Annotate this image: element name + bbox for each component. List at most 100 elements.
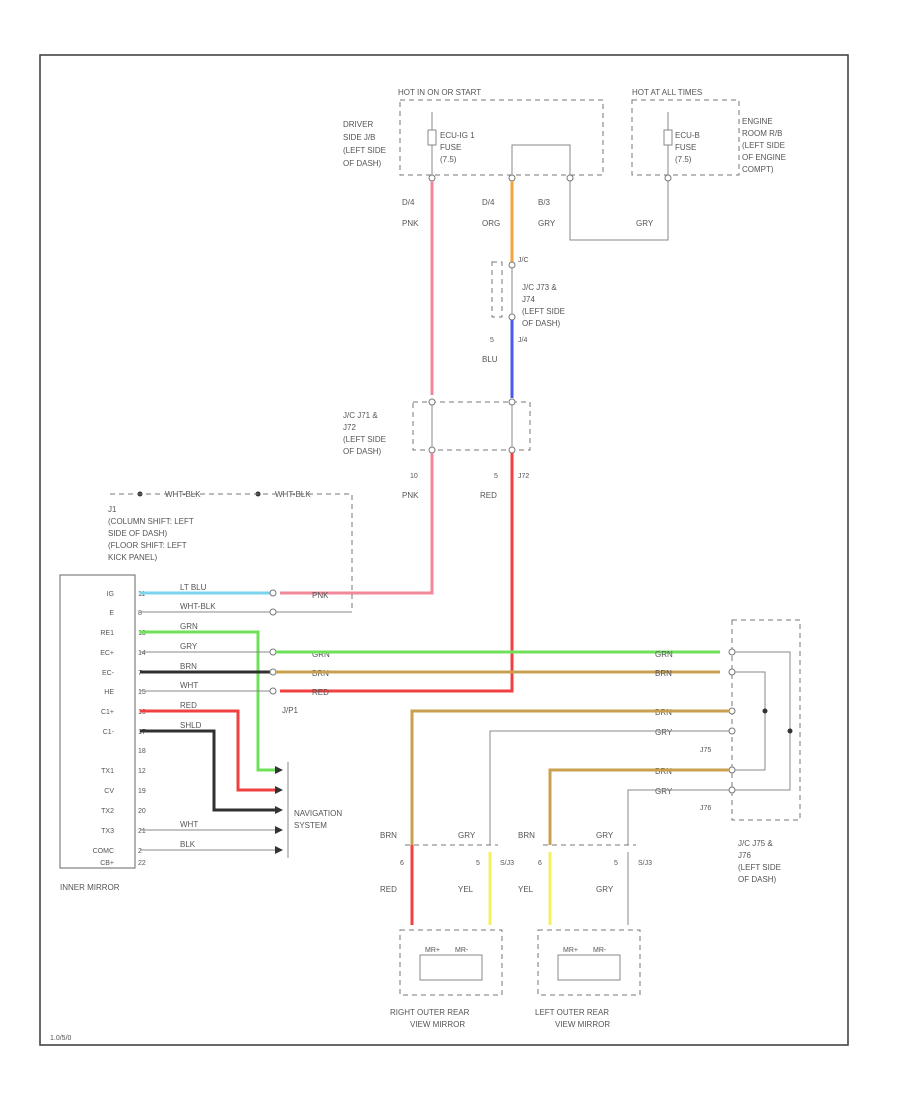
- driver-jb-line2: SIDE J/B: [343, 133, 375, 142]
- inner-mirror-pin-number: 12: [138, 768, 146, 775]
- pin-terminal: [508, 174, 516, 182]
- note-line1: J1: [108, 505, 117, 514]
- navigation-label1: NAVIGATION: [294, 809, 342, 818]
- wire-pnk-lower: [280, 453, 434, 595]
- fuse-right-word: FUSE: [675, 143, 696, 152]
- pin-terminal: [508, 313, 516, 321]
- inner-mirror-pin-name: TX2: [101, 808, 114, 815]
- wire-red-lower: [280, 453, 514, 693]
- inner-mirror-pin-number: 21: [138, 828, 146, 835]
- inner-mirror-pin-number: 20: [138, 808, 146, 815]
- lmirror-label2: VIEW MIRROR: [555, 1020, 610, 1029]
- lmirror-m1: MR+: [563, 947, 578, 954]
- wire-wht-label: WHT: [180, 681, 198, 690]
- wire-pnk-top: PNK: [402, 219, 419, 228]
- rmirror-slot: S/J3: [500, 860, 514, 867]
- wire-blu-label: BLU: [482, 355, 498, 364]
- inner-mirror-pin-number: 15: [138, 689, 146, 696]
- lmirror-pin2: 5: [614, 860, 618, 867]
- inner-mirror-pin-name: RE1: [100, 630, 114, 637]
- wire-blk-label: BLK: [180, 840, 196, 849]
- pin-terminal: [508, 446, 516, 454]
- fuse-left-name: ECU-IG 1: [440, 131, 475, 140]
- wire-blk-c1: [140, 729, 280, 812]
- jc-upper-desc1: J/C J73 &: [522, 283, 557, 292]
- wire-whtblk-label: WHT-BLK: [180, 602, 216, 611]
- wire-red-label: RED: [180, 701, 197, 710]
- inner-mirror-pin-name: CV: [104, 788, 114, 795]
- right-wire-grn: GRN: [655, 650, 673, 659]
- jc-right-desc3: (LEFT SIDE: [738, 863, 781, 872]
- inner-mirror-pin-name: COMC: [93, 848, 114, 855]
- engine-rb-line1: ENGINE: [742, 117, 773, 126]
- fuse-right-rating: (7.5): [675, 155, 692, 164]
- pin-terminal: [664, 174, 672, 182]
- jc-middle-desc4: OF DASH): [343, 447, 382, 456]
- fuse-left-symbol: [427, 112, 437, 175]
- jc-middle-box: [412, 401, 531, 451]
- inner-mirror-pin-name: EC+: [100, 650, 114, 657]
- lmirror-label1: LEFT OUTER REAR: [535, 1008, 609, 1017]
- inner-mirror-pin-name: IG: [107, 591, 114, 598]
- rmirror-motor: [419, 954, 483, 981]
- lmirror-slot: S/J3: [638, 860, 652, 867]
- inner-mirror-label: INNER MIRROR: [60, 883, 120, 892]
- note-line5: KICK PANEL): [108, 553, 158, 562]
- wire-grn-jp-label: GRN: [312, 650, 330, 659]
- lmirror-yel: YEL: [518, 885, 534, 894]
- right-wire-gry2: GRY: [655, 787, 673, 796]
- lmirror-gry2: GRY: [596, 885, 614, 894]
- rmirror-red: RED: [380, 885, 397, 894]
- wire-gry-rmirror: [489, 730, 729, 845]
- wire-pnk-mid-label: PNK: [402, 491, 419, 500]
- fuse-left-word: FUSE: [440, 143, 461, 152]
- note-line4: (FLOOR SHIFT: LEFT: [108, 541, 187, 550]
- navigation-label2: SYSTEM: [294, 821, 327, 830]
- lmirror-brn: BRN: [518, 831, 535, 840]
- jc-upper-pin-bottom: J/4: [518, 337, 527, 344]
- wire-red-mid-label: RED: [480, 491, 497, 500]
- jc-right-desc1: J/C J75 &: [738, 839, 773, 848]
- wire-gry-link: [569, 181, 669, 241]
- rmirror-gry: GRY: [458, 831, 476, 840]
- navigation-connector: [275, 762, 289, 858]
- fuse-group-title-right: HOT AT ALL TIMES: [632, 88, 702, 97]
- rmirror-yel: YEL: [458, 885, 474, 894]
- driver-jb-box: [399, 99, 604, 176]
- lmirror-pin: 6: [538, 860, 542, 867]
- pin-terminal: [428, 446, 436, 454]
- wire-brn-label: BRN: [180, 662, 197, 671]
- inner-mirror-pin-number: 8: [138, 610, 142, 617]
- jc-upper-desc4: OF DASH): [522, 319, 561, 328]
- pin-terminal: [508, 261, 516, 269]
- rmirror-label2: VIEW MIRROR: [410, 1020, 465, 1029]
- wire-ltblu-label: LT BLU: [180, 583, 207, 592]
- rmirror-box: [399, 929, 503, 996]
- rmirror-label1: RIGHT OUTER REAR: [390, 1008, 470, 1017]
- pin-terminal: [428, 174, 436, 182]
- pin-right-label: B/3: [538, 198, 551, 207]
- inner-mirror-pin-number: 18: [138, 748, 146, 755]
- fuse-left-rating: (7.5): [440, 155, 457, 164]
- jb-internal-link: [511, 144, 571, 175]
- engine-rb-box: [631, 99, 740, 176]
- note-line3: SIDE OF DASH): [108, 529, 167, 538]
- wire-gry-top2: GRY: [636, 219, 654, 228]
- jp1-label: J/P1: [282, 706, 299, 715]
- fuse-right-name: ECU-B: [675, 131, 700, 140]
- wire-gry-top1: GRY: [538, 219, 556, 228]
- jc-middle-pin-left: 10: [410, 473, 418, 480]
- engine-rb-line5: COMPT): [742, 165, 774, 174]
- lmirror-box: [537, 929, 641, 996]
- jc-middle-link: [431, 405, 513, 447]
- jc-middle-pin-right: 5: [494, 473, 498, 480]
- inner-mirror-pin-name: E: [109, 610, 114, 617]
- inner-mirror-pin-number: 22: [138, 860, 146, 867]
- right-wire-gry: GRY: [655, 728, 673, 737]
- pin-terminal: [428, 398, 436, 406]
- inner-mirror-pin-number: 2: [138, 848, 142, 855]
- engine-rb-line4: OF ENGINE: [742, 153, 786, 162]
- jc-right-j75: J75: [700, 747, 711, 754]
- inner-mirror-pin-name: C1+: [101, 709, 114, 716]
- lmirror-gry: GRY: [596, 831, 614, 840]
